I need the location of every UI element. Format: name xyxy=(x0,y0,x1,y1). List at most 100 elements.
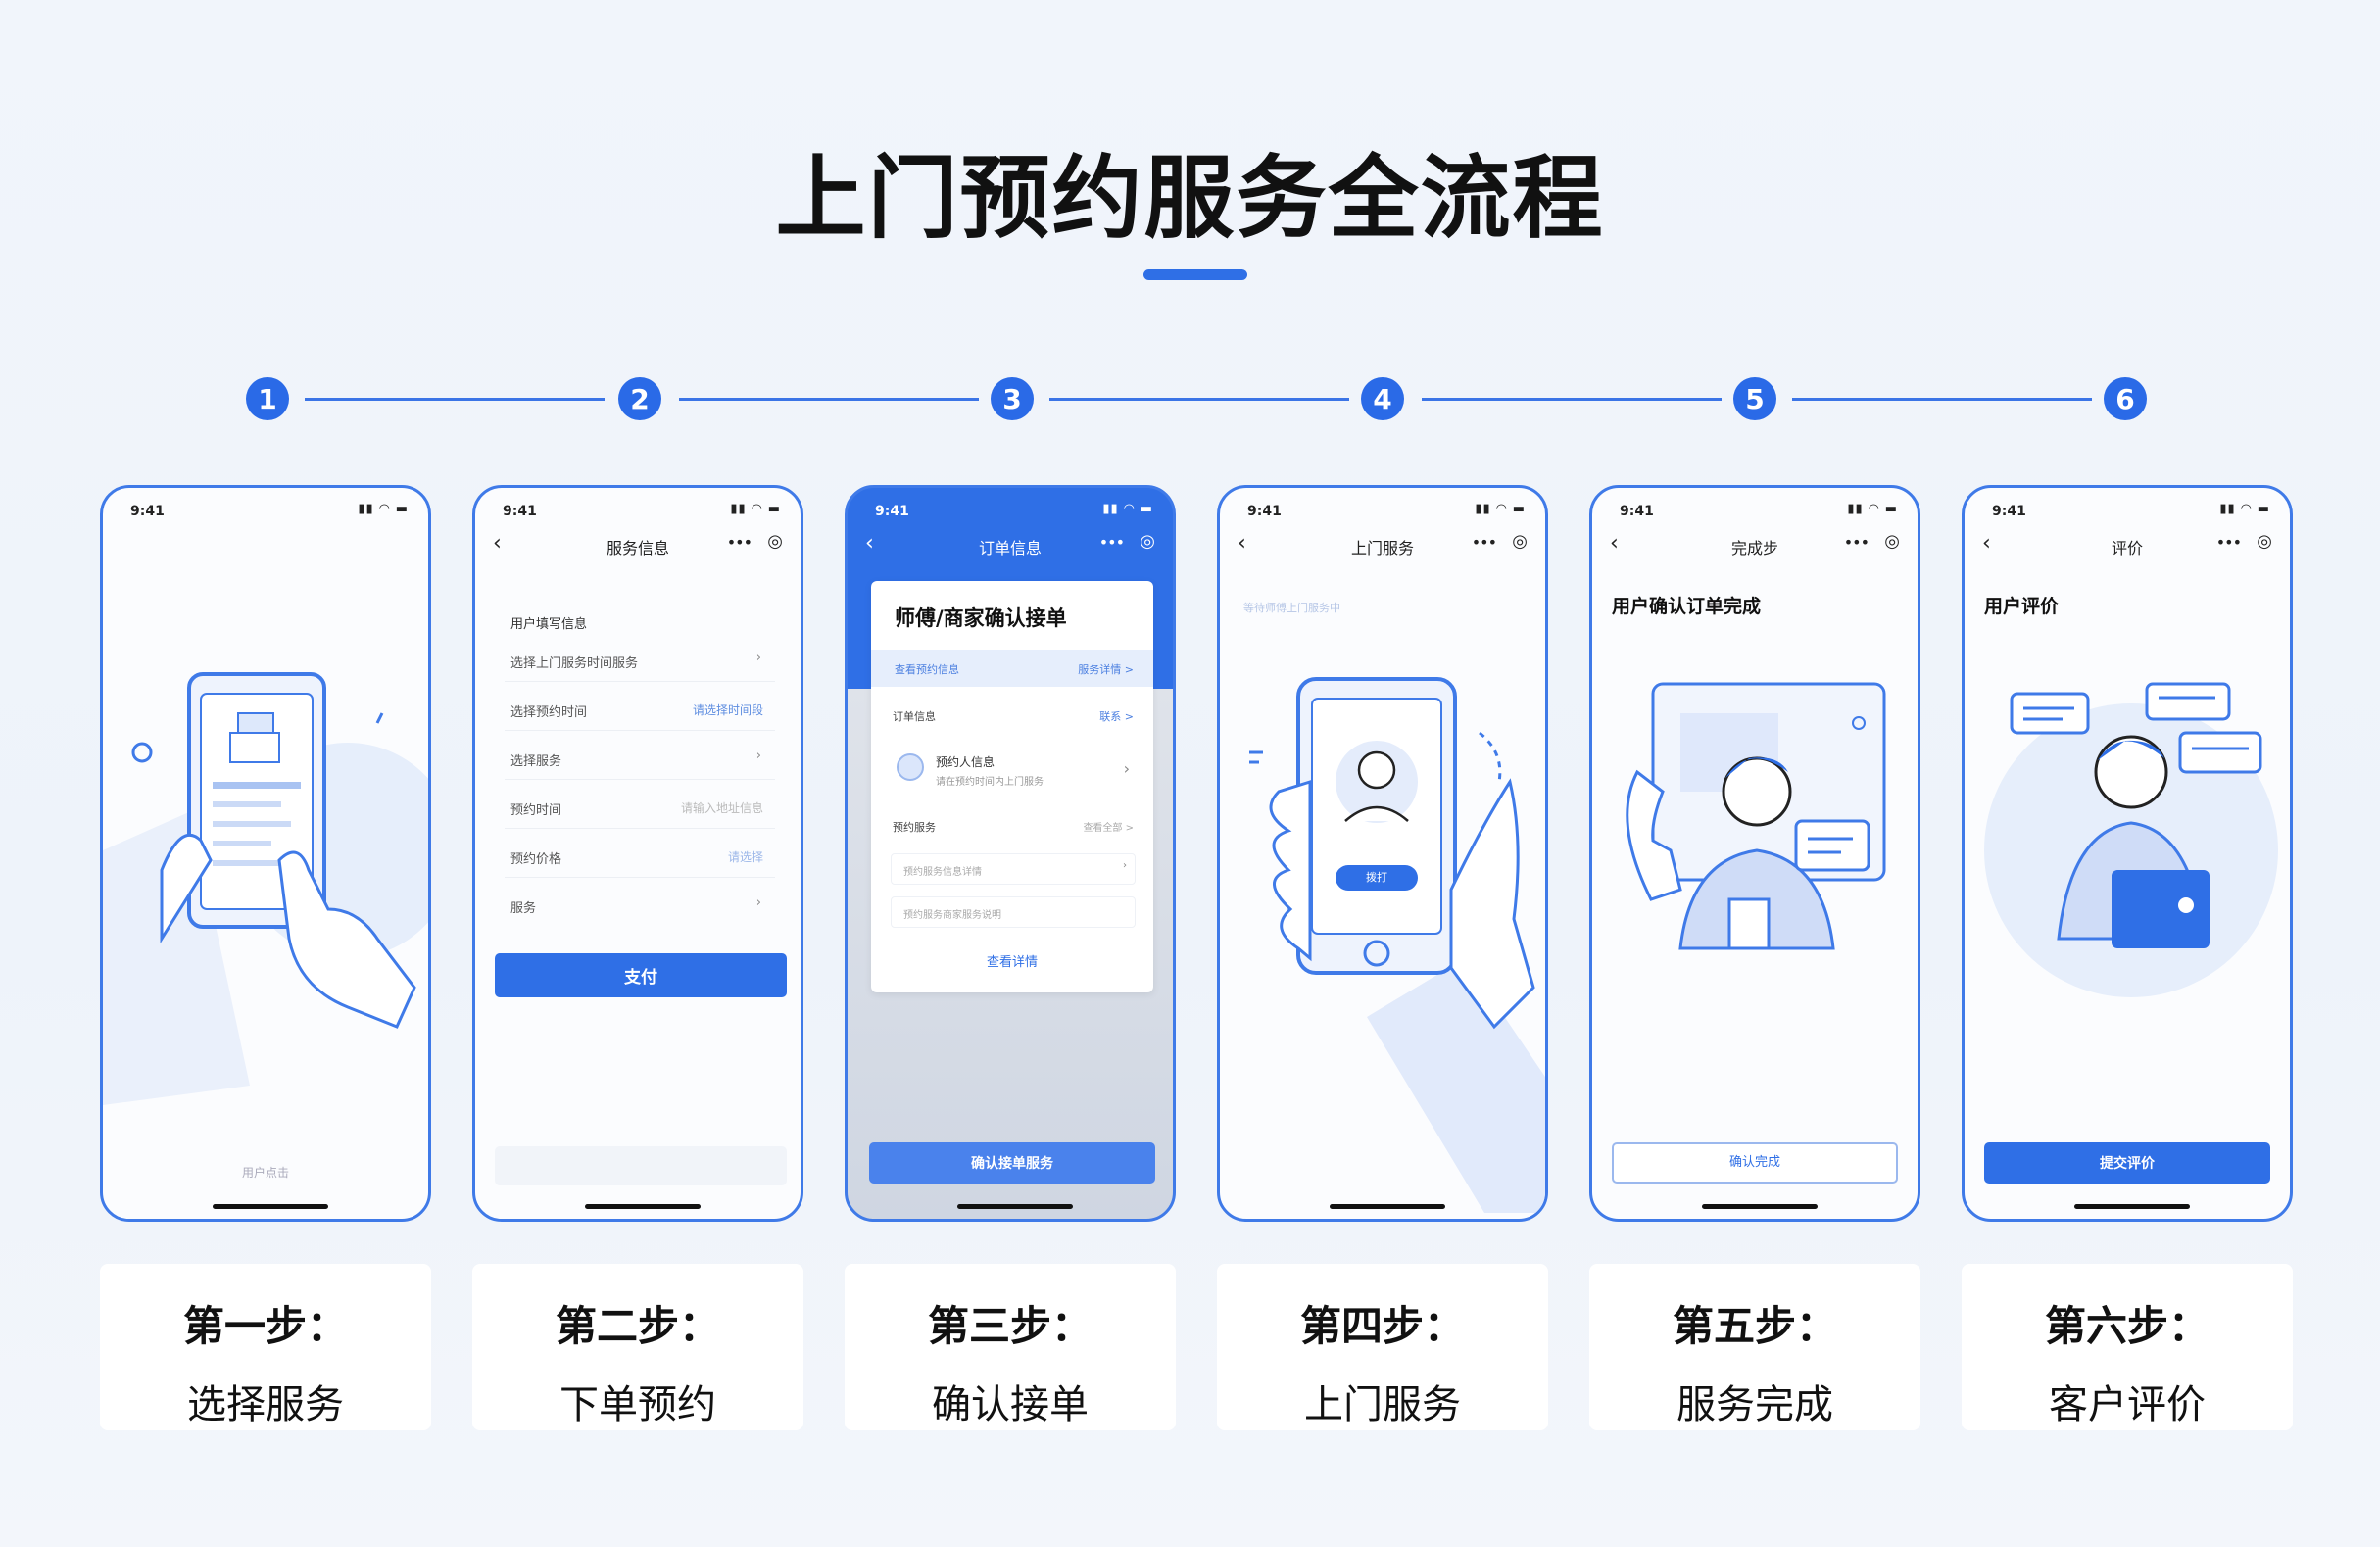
more-icon[interactable]: ••• xyxy=(2215,533,2242,552)
nav-title: 评价 xyxy=(2111,539,2143,557)
target-icon[interactable]: ◎ xyxy=(1884,531,1900,552)
screen-headline: 用户评价 xyxy=(1984,596,2060,617)
form-row[interactable]: 选择服务 › xyxy=(505,731,775,780)
more-icon[interactable]: ••• xyxy=(1098,533,1125,552)
chevron-right-icon: › xyxy=(755,749,761,763)
nav-bar: ‹ 完成步 ••• ◎ xyxy=(1592,527,1918,564)
waiting-hint: 等待师傅上门服务中 xyxy=(1243,602,1340,614)
signal-wifi-battery-icon: ▮▮ ◠ ▬ xyxy=(1102,502,1153,516)
card-detail-link[interactable]: 查看详情 xyxy=(986,955,1038,970)
signal-wifi-battery-icon: ▮▮ ◠ ▬ xyxy=(358,502,409,516)
form-row[interactable]: 选择上门服务时间服务 › xyxy=(505,633,775,682)
person-sub: 请在预约时间内上门服务 xyxy=(936,777,1044,788)
chevron-right-icon: › xyxy=(1123,759,1130,778)
back-icon[interactable]: ‹ xyxy=(1610,531,1619,556)
nav-bar: ‹ 评价 ••• ◎ xyxy=(1965,527,2290,564)
phone-step-5: 9:41 ▮▮ ◠ ▬ ‹ 完成步 ••• ◎ 用户确认订单完成 确认完成 xyxy=(1589,485,1920,1222)
status-bar: 9:41 ▮▮ ◠ ▬ xyxy=(848,488,1173,539)
step-connector xyxy=(1422,398,1722,401)
nav-bar: ‹ 服务信息 ••• ◎ xyxy=(475,527,801,564)
step-connector xyxy=(305,398,605,401)
step-number-6: 6 xyxy=(2104,377,2147,420)
call-button[interactable]: 拨打 xyxy=(1366,871,1387,884)
form-row[interactable]: 服务 › xyxy=(505,878,775,927)
confirm-card: 师傅/商家确认接单 查看预约信息 服务详情 > 订单信息 联系 > 预约人信息 … xyxy=(871,581,1153,992)
form-row[interactable]: 预约价格 请选择 xyxy=(505,829,775,878)
form-row-value: 请输入地址信息 xyxy=(680,801,763,815)
caption-desc: 客户评价 xyxy=(2049,1382,2206,1427)
home-indicator xyxy=(1330,1204,1445,1209)
caption-step: 第一步： xyxy=(182,1302,348,1350)
home-indicator xyxy=(585,1204,701,1209)
service-item[interactable]: 预约服务商家服务说明 xyxy=(891,896,1136,928)
phone-step-6: 9:41 ▮▮ ◠ ▬ ‹ 评价 ••• ◎ 用户评价 提交评价 xyxy=(1962,485,2293,1222)
chevron-right-icon: › xyxy=(755,895,761,910)
order-contact-link[interactable]: 联系 > xyxy=(1099,710,1134,723)
form-row-value: 请选择时间段 xyxy=(692,703,763,717)
caption-box-2: 第二步： 下单预约 xyxy=(472,1264,803,1430)
service-row-link[interactable]: 查看全部 > xyxy=(1083,823,1134,834)
complete-button[interactable]: 确认完成 xyxy=(1612,1142,1898,1184)
back-icon[interactable]: ‹ xyxy=(1982,531,1991,556)
nav-title: 订单信息 xyxy=(978,539,1042,557)
status-bar: 9:41 ▮▮ ◠ ▬ xyxy=(475,488,801,539)
service-item-text: 预约服务商家服务说明 xyxy=(903,910,1001,921)
form-row[interactable]: 预约时间 请输入地址信息 xyxy=(505,780,775,829)
target-icon[interactable]: ◎ xyxy=(767,531,783,552)
form-row-label: 预约时间 xyxy=(510,803,562,818)
nav-title: 上门服务 xyxy=(1350,539,1414,557)
phone-step-1: 9:41 ▮▮ ◠ ▬ 用户点击 xyxy=(100,485,431,1222)
step-number-4: 4 xyxy=(1361,377,1404,420)
worker-phone-call-illustration xyxy=(1626,682,1886,950)
avatar xyxy=(897,753,924,781)
step-connector xyxy=(1049,398,1349,401)
confirm-order-button[interactable]: 确认接单服务 xyxy=(869,1142,1155,1184)
form-row-label: 预约价格 xyxy=(510,852,562,867)
nav-title: 完成步 xyxy=(1730,539,1778,557)
person-name: 预约人信息 xyxy=(936,755,996,769)
submit-review-button[interactable]: 提交评价 xyxy=(1984,1142,2270,1184)
caption-box-4: 第四步： 上门服务 xyxy=(1217,1264,1548,1430)
caption-step: 第五步： xyxy=(1672,1302,1837,1350)
more-icon[interactable]: ••• xyxy=(726,533,753,552)
signal-wifi-battery-icon: ▮▮ ◠ ▬ xyxy=(2219,502,2270,516)
more-icon[interactable]: ••• xyxy=(1471,533,1497,552)
page-title: 上门预约服务全流程 xyxy=(775,146,1605,251)
target-icon[interactable]: ◎ xyxy=(1512,531,1528,552)
back-icon[interactable]: ‹ xyxy=(865,531,874,556)
status-bar: 9:41 ▮▮ ◠ ▬ xyxy=(1965,488,2290,539)
back-icon[interactable]: ‹ xyxy=(493,531,502,556)
target-icon[interactable]: ◎ xyxy=(1140,531,1155,552)
target-icon[interactable]: ◎ xyxy=(2257,531,2272,552)
form-row-label: 选择服务 xyxy=(510,754,562,769)
caption-box-5: 第五步： 服务完成 xyxy=(1589,1264,1920,1430)
card-tab-right[interactable]: 服务详情 > xyxy=(1078,663,1134,676)
form-row-label: 选择预约时间 xyxy=(510,705,588,720)
caption-step: 第二步： xyxy=(555,1302,720,1350)
home-indicator xyxy=(2074,1204,2190,1209)
step-number-5: 5 xyxy=(1733,377,1776,420)
phone-step-3: 9:41 ▮▮ ◠ ▬ ‹ 订单信息 ••• ◎ 师傅/商家确认接单 查看预约信… xyxy=(845,485,1176,1222)
home-indicator xyxy=(1702,1204,1818,1209)
form-row-label: 服务 xyxy=(510,901,537,916)
card-tab-left[interactable]: 查看预约信息 xyxy=(895,663,959,676)
signal-wifi-battery-icon: ▮▮ ◠ ▬ xyxy=(1475,502,1526,516)
status-time: 9:41 xyxy=(875,504,909,519)
status-time: 9:41 xyxy=(503,504,537,519)
form-row[interactable]: 选择预约时间 请选择时间段 xyxy=(505,682,775,731)
form-row-value: 请选择 xyxy=(727,850,763,864)
phone-step-2: 9:41 ▮▮ ◠ ▬ ‹ 服务信息 ••• ◎ 用户填写信息 选择上门服务时间… xyxy=(472,485,803,1222)
hand-holding-phone-illustration xyxy=(1249,677,1545,1213)
signal-wifi-battery-icon: ▮▮ ◠ ▬ xyxy=(730,502,781,516)
hand-tap-phone-illustration xyxy=(103,672,428,1105)
more-icon[interactable]: ••• xyxy=(1843,533,1870,552)
caption-desc: 服务完成 xyxy=(1676,1382,1833,1427)
caption-box-3: 第三步： 确认接单 xyxy=(845,1264,1176,1430)
status-bar: 9:41 ▮▮ ◠ ▬ xyxy=(1220,488,1545,539)
chevron-right-icon: › xyxy=(1123,860,1127,871)
phone-footer-hint: 用户点击 xyxy=(241,1166,289,1180)
pay-button[interactable]: 支付 xyxy=(495,953,787,997)
back-icon[interactable]: ‹ xyxy=(1238,531,1246,556)
service-item-text: 预约服务信息详情 xyxy=(903,867,982,878)
service-item[interactable]: 预约服务信息详情 › xyxy=(891,853,1136,885)
